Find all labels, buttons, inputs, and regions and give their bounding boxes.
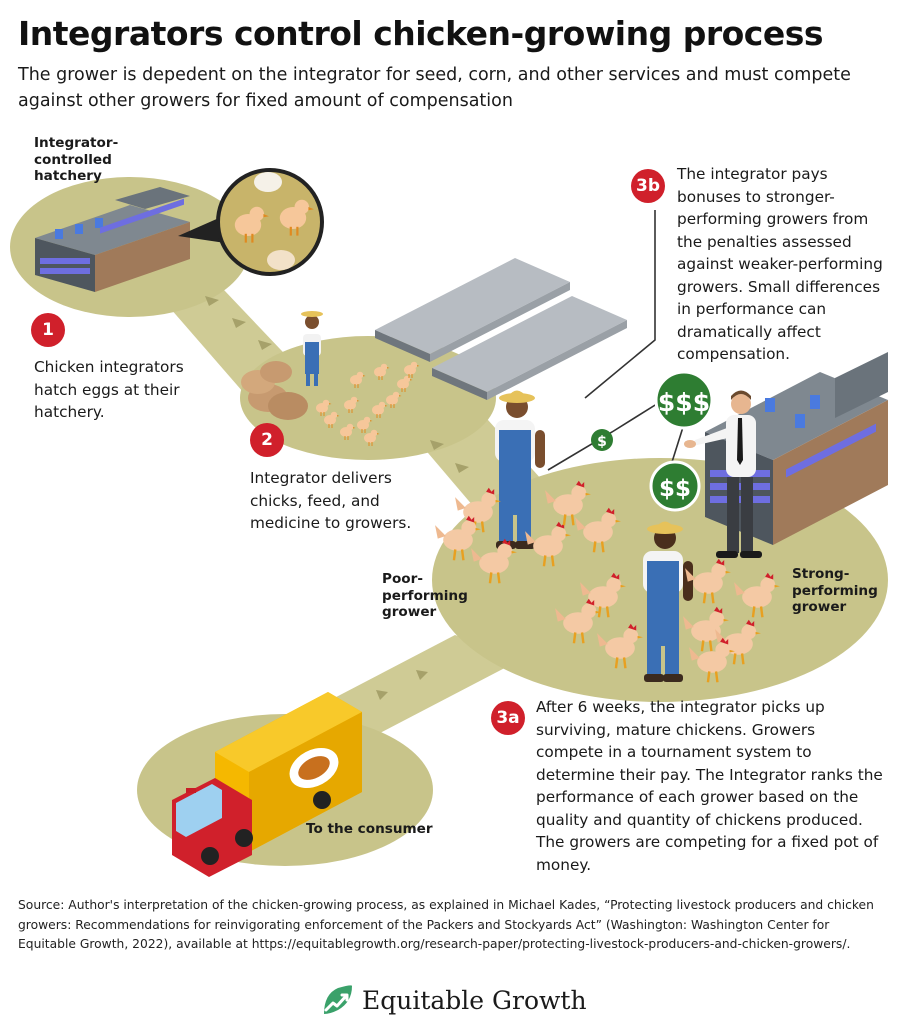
growth-leaf-icon — [324, 985, 352, 1014]
step-1-text: Chicken integrators hatch eggs at their … — [34, 358, 184, 421]
money-medium-icon: $$ — [649, 460, 701, 512]
delivery-scene — [241, 311, 420, 447]
farm-sheds — [375, 258, 627, 400]
hatchery-building — [35, 187, 190, 292]
hatchery-zoom-bubble — [178, 168, 324, 276]
money-small-label: $ — [597, 434, 607, 450]
strong-grower-person — [643, 521, 693, 682]
poor-grower-person — [495, 390, 545, 549]
money-large-label: $$$ — [658, 388, 710, 417]
money-large-icon: $$$ — [654, 370, 714, 430]
integrator-person — [684, 390, 762, 558]
step-2-text: Integrator delivers chicks, feed, and me… — [250, 469, 412, 532]
page-subtitle: The grower is depedent on the integrator… — [18, 65, 851, 111]
brand-name: Equitable Growth — [362, 985, 587, 1015]
brand-logo: Equitable Growth — [322, 982, 587, 1018]
consumer-label: To the consumer — [306, 821, 433, 837]
hatchery-label: Integrator-controlled hatchery — [34, 135, 119, 184]
page-title: Integrators control chicken-growing proc… — [18, 14, 824, 53]
step-3b-text: The integrator pays bonuses to stronger-… — [677, 165, 883, 363]
step-2-badge: 2 — [250, 423, 284, 457]
step-1-badge: 1 — [31, 313, 65, 347]
poor-grower-label: Poor-performing grower — [382, 571, 468, 620]
source-note: Source: Author's interpretation of the c… — [18, 898, 874, 951]
delivery-ground — [240, 336, 496, 460]
money-medium-label: $$ — [659, 476, 691, 502]
money-flow-lines — [547, 210, 685, 471]
delivery-truck — [172, 692, 362, 877]
step-3a-badge: 3a — [491, 701, 525, 735]
step-3a-text: After 6 weeks, the integrator picks up s… — [536, 698, 883, 874]
strong-grower-label: Strong-performing grower — [792, 566, 878, 615]
step-3b-badge: 3b — [631, 169, 665, 203]
money-small-icon: $ — [591, 429, 613, 451]
